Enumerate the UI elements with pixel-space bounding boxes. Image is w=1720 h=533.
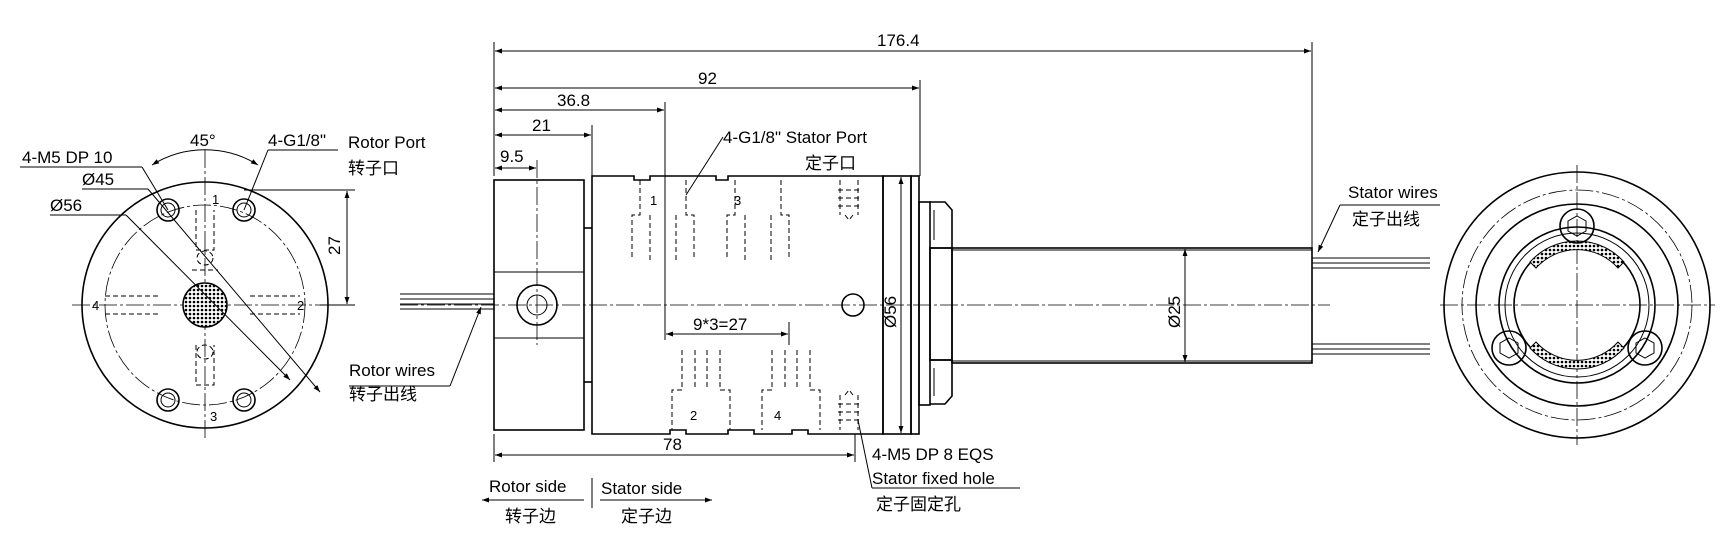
stator-port-number-4: 4 xyxy=(774,408,781,423)
fixing-screw-left xyxy=(1491,330,1527,366)
rotor-flange-length-dimension: 21 xyxy=(532,116,551,135)
fixed-hole-label: Stator fixed hole xyxy=(872,469,995,488)
rotor-port-offset-dimension: 9.5 xyxy=(500,147,524,166)
rotor-port-label: Rotor Port xyxy=(348,133,426,152)
side-view: 1 3 2 4 176.4 92 36.8 xyxy=(349,31,1440,527)
flange-diameter-dimension: Ø56 xyxy=(50,196,82,215)
stator-end-outline xyxy=(1443,171,1711,439)
angle-dimension: 45° xyxy=(190,131,216,150)
rotor-port-spec: 4-G1/8" xyxy=(268,131,326,150)
stator-length-dimension: 78 xyxy=(663,435,682,454)
wire-bundle xyxy=(182,282,228,328)
mount-hole-label: 4-M5 DP 10 xyxy=(22,148,112,167)
stator-port-label: 4-G1/8" Stator Port xyxy=(723,128,867,147)
bolt-circle-dimension: Ø45 xyxy=(82,170,114,189)
rotor-side-label-cn: 转子边 xyxy=(505,507,556,527)
stator-wires-label-cn: 定子出线 xyxy=(1352,210,1420,230)
stator-housing xyxy=(591,175,884,435)
bolt-circle xyxy=(104,204,306,406)
stator-port-offset-dimension: 36.8 xyxy=(557,91,590,110)
stator-shaft xyxy=(951,247,1313,364)
stator-port-label-cn: 定子口 xyxy=(805,154,856,174)
stator-end-view xyxy=(1440,165,1715,445)
rotor-end-view: 1 2 3 4 45° 27 4-M5 DP 10 Ø45 Ø56 4-G1/8… xyxy=(20,131,426,440)
overall-length-dimension: 176.4 xyxy=(877,31,920,50)
fixing-screw-right xyxy=(1627,330,1663,366)
rotor-wires-label-cn: 转子出线 xyxy=(349,385,417,405)
stator-side-label: Stator side xyxy=(601,479,682,498)
stator-side-label-cn: 定子边 xyxy=(621,507,672,527)
stator-port-number-3: 3 xyxy=(734,193,741,208)
housing-diameter-dimension: Ø56 xyxy=(881,296,900,328)
rotor-side-label: Rotor side xyxy=(489,477,566,496)
port-number-4: 4 xyxy=(92,298,99,313)
fixing-screw-top xyxy=(1559,208,1595,244)
housing-center-hole xyxy=(841,293,865,317)
rotor-wires-label: Rotor wires xyxy=(349,361,435,380)
port-number-2: 2 xyxy=(297,298,304,313)
housing-length-dimension: 92 xyxy=(698,69,717,88)
stator-wires-label: Stator wires xyxy=(1348,183,1438,202)
port-height-dimension: 27 xyxy=(325,236,344,255)
rotor-port-label-cn: 转子口 xyxy=(348,159,399,179)
rotor-flange xyxy=(493,179,585,431)
fixed-hole-label-cn: 定子固定孔 xyxy=(876,495,961,515)
port-pitch-dimension: 9*3=27 xyxy=(693,315,747,334)
fixed-hole-spec: 4-M5 DP 8 EQS xyxy=(872,445,994,464)
shaft-diameter-dimension: Ø25 xyxy=(1165,296,1184,328)
port-number-3: 3 xyxy=(210,409,217,424)
stator-port-number-2: 2 xyxy=(690,408,697,423)
port-number-1: 1 xyxy=(212,192,219,207)
stator-port-number-1: 1 xyxy=(650,193,657,208)
